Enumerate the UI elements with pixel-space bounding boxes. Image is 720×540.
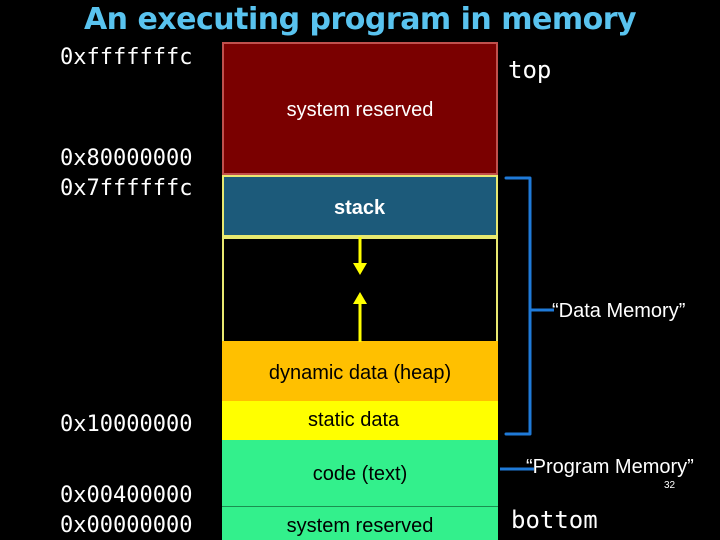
region-label: system reserved — [286, 99, 434, 121]
region-label: system reserved — [286, 515, 434, 537]
region-label: stack — [334, 196, 386, 219]
address-0x80000000: 0x80000000 — [60, 146, 193, 171]
region-label: dynamic data (heap) — [268, 361, 452, 384]
region-label: static data — [308, 409, 400, 431]
page-number: 32 — [664, 480, 676, 491]
label-data-memory: “Data Memory” — [552, 300, 686, 322]
region-system-reserved-bottom: system reserved — [222, 506, 498, 540]
region-stack: stack — [222, 175, 498, 237]
region-code: code (text) — [222, 440, 498, 506]
program-memory-connector — [500, 467, 534, 471]
address-top: 0xfffffffc — [60, 45, 193, 70]
address-0x7ffffffc: 0x7ffffffc — [60, 176, 193, 201]
region-label: code (text) — [312, 462, 408, 485]
address-0x10000000: 0x10000000 — [60, 412, 193, 437]
address-0x00400000: 0x00400000 — [60, 483, 193, 508]
slide-title: An executing program in memory — [83, 2, 637, 37]
label-program-memory: “Program Memory” — [526, 456, 694, 478]
stack-growth-arrow — [353, 237, 367, 275]
label-bottom: bottom — [511, 506, 598, 534]
data-memory-bracket — [504, 176, 554, 436]
region-static-data: static data — [222, 401, 498, 440]
address-0x00000000: 0x00000000 — [60, 513, 193, 538]
region-system-reserved-top: system reserved — [222, 42, 498, 175]
region-heap: dynamic data (heap) — [222, 341, 498, 401]
heap-growth-arrow — [353, 292, 367, 342]
label-top: top — [508, 56, 552, 84]
